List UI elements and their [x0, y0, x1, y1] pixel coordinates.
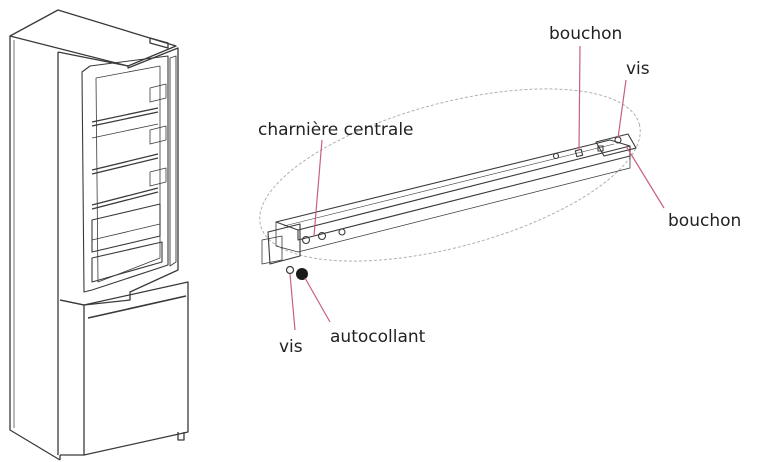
- label-charniere-centrale: charnière centrale: [258, 120, 414, 140]
- hinge-left-plate: [261, 235, 283, 265]
- fridge-door-strip: [169, 55, 177, 267]
- hinge-left-hole-3: [338, 228, 346, 236]
- hinge-mid-hole: [552, 152, 560, 160]
- fridge-inner-liner: [81, 55, 169, 293]
- hinge-left-bracket: [267, 223, 301, 265]
- fridge-foot: [177, 432, 185, 441]
- leader-vis-top: [617, 79, 627, 139]
- fridge-upper-frame: [57, 47, 179, 306]
- hinge-bar-bottom-edge: [297, 146, 631, 241]
- autocollant-part: [296, 268, 308, 280]
- hinge-right-plug-2: [597, 145, 604, 152]
- leader-bouchon-top: [578, 45, 581, 151]
- crisper-drawer-front: [91, 223, 161, 241]
- leader-autocollant: [304, 277, 331, 323]
- shelf-4: [91, 187, 159, 210]
- label-vis-bottom: vis: [279, 337, 303, 357]
- door-bin-1: [149, 83, 167, 103]
- leader-charniere: [313, 139, 323, 237]
- fridge-inner-back: [95, 65, 161, 283]
- bottom-drawer: [91, 241, 163, 283]
- fridge-top-hinge: [149, 37, 169, 49]
- label-bouchon-top: bouchon: [549, 24, 622, 44]
- leader-vis-bottom: [289, 273, 296, 331]
- door-bin-2: [149, 125, 167, 145]
- hinge-left-hole-2: [317, 231, 327, 241]
- detail-ellipse: [259, 88, 641, 262]
- freezer-door-side: [59, 299, 85, 456]
- hinge-bar-inner-line: [283, 143, 615, 227]
- door-bin-3: [149, 167, 167, 187]
- hinge-bar: [261, 133, 637, 265]
- shelf-2: [91, 123, 159, 139]
- refrigerator-drawing: [9, 9, 189, 461]
- leader-bouchon-right: [625, 145, 665, 209]
- freezer-handle: [87, 295, 187, 319]
- hinge-bar-bottom-line: [275, 156, 631, 253]
- fridge-left-side: [9, 36, 61, 461]
- label-autocollant: autocollant: [330, 327, 426, 347]
- label-bouchon-right: bouchon: [668, 211, 741, 231]
- vis-bottom-part: [285, 265, 295, 275]
- crisper-drawer: [91, 203, 161, 253]
- shelf-1: [91, 107, 159, 127]
- leader-lines: [289, 45, 665, 331]
- freezer-door: [83, 281, 189, 456]
- fridge-top: [9, 9, 177, 67]
- label-vis-top: vis: [626, 59, 650, 79]
- hinge-right-plug-1: [574, 148, 584, 158]
- hinge-left-hole-1: [301, 235, 311, 245]
- shelf-3: [91, 153, 159, 175]
